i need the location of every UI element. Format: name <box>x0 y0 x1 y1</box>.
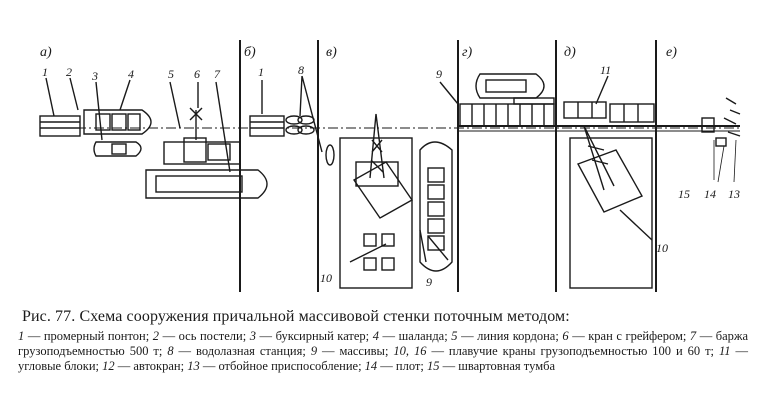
callout-11: 11 <box>600 63 611 77</box>
callout-1a: 1 <box>42 65 48 79</box>
legend-item: 14 — плот; <box>364 359 427 373</box>
figure-caption: Рис. 77. Схема сооружения причальной мас… <box>18 308 748 374</box>
barge-500t <box>145 169 268 199</box>
legend-item: 8 — водолазная станция; <box>167 344 311 358</box>
legend-item: 10, 16 — плавучие краны грузоподъемность… <box>393 344 719 358</box>
construction-diagram: а) б) в) г) д) е) 1 2 3 4 5 6 7 1 8 9 11… <box>39 40 741 292</box>
legend-item: 7 — баржа грузоподъемностью 500 т; <box>18 329 749 358</box>
legend-item: 5 — линия кордона; <box>451 329 563 343</box>
caption-title: Рис. 77. Схема сооружения причальной мас… <box>22 308 570 325</box>
floating-crane-60t <box>569 137 653 289</box>
callout-10a: 10 <box>320 271 332 285</box>
legend-item: 11 — угловые блоки; <box>18 344 749 373</box>
callout-1b: 1 <box>258 65 264 79</box>
callout-8: 8 <box>298 63 304 77</box>
legend-item: 2 — ось постели; <box>152 329 250 343</box>
survey-pontoon <box>39 115 81 137</box>
legend-item: 1 — промерный понтон; <box>18 329 153 343</box>
panel-label-d: д) <box>564 45 576 60</box>
panel-label-a: а) <box>40 45 52 60</box>
callout-13: 13 <box>728 187 740 201</box>
callout-7: 7 <box>214 67 221 81</box>
callout-6: 6 <box>194 67 200 81</box>
callout-14: 14 <box>704 187 716 201</box>
callout-3: 3 <box>91 69 98 83</box>
callout-10b: 10 <box>656 241 668 255</box>
callout-9a: 9 <box>436 67 442 81</box>
panel-label-e: е) <box>666 45 677 60</box>
grab-crane-pontoon <box>163 141 241 165</box>
callout-15: 15 <box>678 187 690 201</box>
massif-barge <box>419 141 453 272</box>
floating-crane-100t <box>339 137 413 289</box>
legend-item: 9 — массивы; <box>310 344 394 358</box>
panel-label-g: г) <box>462 45 472 60</box>
scow <box>83 109 152 135</box>
panel-label-b: б) <box>244 45 256 60</box>
callout-2: 2 <box>66 65 72 79</box>
legend-item: 6 — кран с грейфером; <box>562 329 690 343</box>
callout-9b: 9 <box>426 275 432 289</box>
legend-item: 15 — швартовная тумба <box>427 359 556 373</box>
caption-legend: 1 — промерный понтон; 2 — ось постели; 3… <box>18 329 748 374</box>
diver-station <box>325 144 335 166</box>
legend-item: 4 — шаланда; <box>372 329 452 343</box>
legend-item: 13 — отбойное приспособление; <box>187 359 365 373</box>
legend-item: 12 — автокран; <box>102 359 188 373</box>
legend-item: 3 — буксирный катер; <box>249 329 373 343</box>
tugboat <box>93 141 142 157</box>
raft <box>701 117 715 133</box>
panel-label-v: в) <box>326 45 337 60</box>
callout-5: 5 <box>168 67 174 81</box>
massifs-row <box>459 103 555 127</box>
callout-4: 4 <box>128 67 134 81</box>
